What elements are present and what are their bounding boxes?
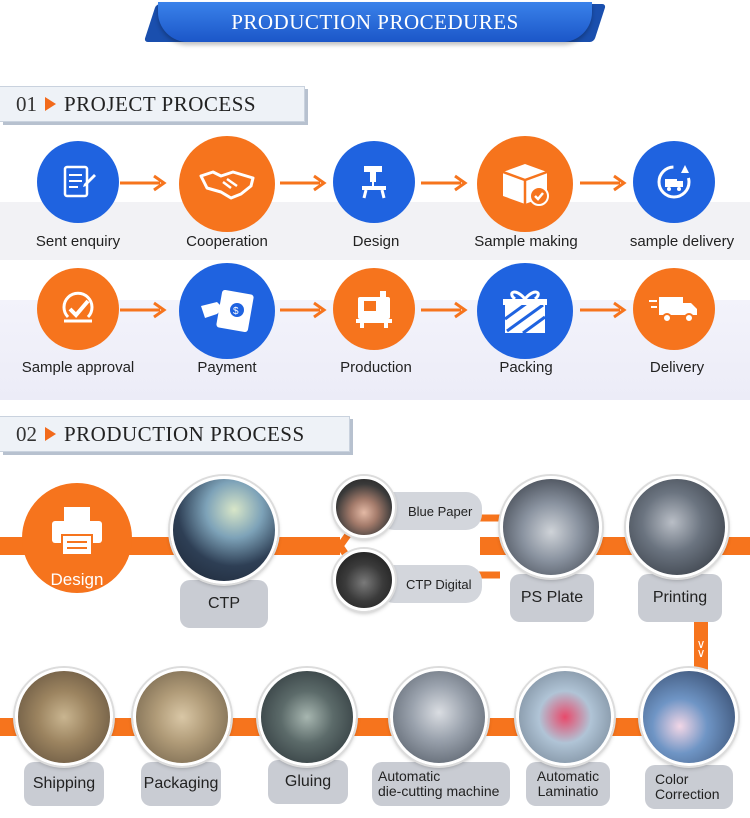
handshake-icon <box>179 136 275 232</box>
step-label: Sent enquiry <box>35 233 121 250</box>
ps-plate-label: PS Plate <box>520 588 584 606</box>
gift-box-icon <box>477 263 573 359</box>
design-label: Design <box>50 570 104 589</box>
printing-label: Printing <box>652 588 708 606</box>
gluing-photo <box>258 668 356 766</box>
section-header-production: 02 PRODUCTION PROCESS <box>0 416 350 452</box>
step-arrow-icon <box>280 301 327 319</box>
step-label: Design <box>352 233 400 250</box>
color-correction-photo <box>640 668 738 766</box>
step-arrow-icon <box>280 174 327 192</box>
page-banner: PRODUCTION PROCEDURES <box>158 2 592 42</box>
step-arrow-icon <box>580 174 627 192</box>
diecut-label-2: die-cutting machine <box>378 783 500 799</box>
step-arrow-icon <box>120 301 167 319</box>
step-label: Delivery <box>649 359 705 376</box>
step-tag: PS Plate <box>510 574 594 622</box>
payment-icon: $ <box>179 263 275 359</box>
step-label: Packing <box>499 359 553 376</box>
step-pill: Blue Paper <box>378 492 482 530</box>
lamination-label-2: Laminatio <box>537 783 599 799</box>
diecut-photo <box>390 668 488 766</box>
step-pill: CTP Digital <box>378 565 482 603</box>
page-title: PRODUCTION PROCEDURES <box>231 9 519 34</box>
enquiry-icon <box>37 141 119 223</box>
step-arrow-icon <box>120 174 167 192</box>
step-label: Cooperation <box>186 233 268 250</box>
step-label: Production <box>340 359 412 376</box>
shipping-label: Shipping <box>32 774 96 792</box>
arrow-icon <box>45 97 56 111</box>
section-number: 01 <box>16 91 37 116</box>
section-number: 02 <box>16 421 37 446</box>
step-label: Sample approval <box>21 359 135 376</box>
lamination-label-1: Automatic <box>536 768 600 785</box>
ctp-label: CTP <box>208 594 240 612</box>
blue-paper-photo <box>333 476 395 538</box>
truck-icon <box>633 268 715 350</box>
approval-check-icon <box>37 268 119 350</box>
ctp-photo <box>170 476 278 584</box>
gluing-label: Gluing <box>284 772 332 790</box>
svg-text:$: $ <box>233 306 239 317</box>
flow-line-vertical <box>694 620 708 680</box>
delivery-cycle-icon <box>633 141 715 223</box>
step-tag: Shipping <box>24 762 104 806</box>
diecut-label-1: Automatic <box>378 768 441 785</box>
step-tag: Printing <box>638 574 722 622</box>
section-header-project: 01 PROJECT PROCESS <box>0 86 305 122</box>
box-check-icon <box>477 136 573 232</box>
ps-plate-photo <box>500 476 602 578</box>
step-label: Sample making <box>474 233 578 250</box>
design-tool-icon <box>333 141 415 223</box>
printer-icon <box>52 507 102 556</box>
machine-icon <box>333 268 415 350</box>
down-arrow-icon: ∨ ∨ <box>696 637 706 660</box>
step-tag: Automatic Laminatio <box>526 762 610 806</box>
step-arrow-icon <box>580 301 627 319</box>
step-arrow-icon <box>421 301 468 319</box>
color-correction-label-2: Correction <box>655 786 720 802</box>
blue-paper-label: Blue Paper <box>408 503 473 519</box>
step-label: sample delivery <box>629 233 735 250</box>
section-title: PRODUCTION PROCESS <box>64 421 305 446</box>
ctp-digital-photo <box>333 549 395 611</box>
printing-photo <box>626 476 728 578</box>
packaging-label: Packaging <box>143 774 219 792</box>
section-title: PROJECT PROCESS <box>64 91 257 116</box>
step-tag: Packaging <box>141 762 221 806</box>
step-tag: CTP <box>180 580 268 628</box>
step-arrow-icon <box>421 174 468 192</box>
step-tag: Color Correction <box>645 765 733 809</box>
step-tag: Automatic die-cutting machine <box>372 762 510 806</box>
ctp-digital-label: CTP Digital <box>406 576 472 592</box>
arrow-icon <box>45 427 56 441</box>
color-correction-label-1: Color <box>655 771 689 788</box>
step-label: Payment <box>197 359 257 376</box>
packaging-photo <box>133 668 231 766</box>
shipping-photo <box>15 668 113 766</box>
step-tag: Gluing <box>268 760 348 804</box>
lamination-photo <box>516 668 614 766</box>
